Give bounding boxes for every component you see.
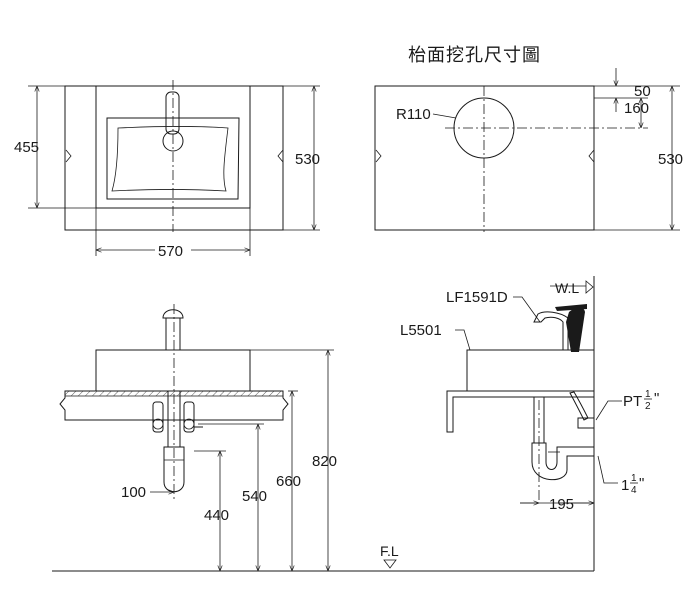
dim-660-label: 660 (276, 473, 301, 490)
faucet-body (165, 91, 180, 135)
side-supply-hose (569, 391, 589, 421)
radius-label: R110 (396, 106, 431, 123)
supply-fraction-num: 1 (645, 389, 651, 400)
dim-195-label: 195 (549, 496, 574, 513)
side-view: W.L LF1591D L5501 PT 1 2 " 1 1 4 " 195 (400, 276, 659, 571)
basin-model-leader (455, 329, 471, 351)
floor-level-label: F.L (380, 543, 399, 559)
side-p-trap (531, 442, 595, 481)
front-faucet-spout (162, 309, 184, 319)
front-view: 100 440 540 660 820 (59, 304, 337, 571)
front-basin-body (95, 349, 251, 392)
supply-fraction-den: 2 (645, 401, 651, 412)
radius-leader (432, 113, 457, 119)
side-faucet (533, 311, 569, 351)
front-valve-right-knob (183, 418, 195, 430)
front-p-trap (163, 446, 185, 493)
dim-160-label: 160 (624, 100, 649, 117)
cutout-break-mark-right (588, 149, 595, 163)
side-faucet-head (566, 307, 585, 352)
water-level-label: W.L (555, 280, 579, 296)
drain-fraction-den: 4 (631, 485, 637, 496)
faucet-model-leader (513, 296, 541, 323)
cutout-countertop-outline (374, 85, 595, 231)
dim-530-label: 530 (295, 151, 320, 168)
basin-bowl-inner (111, 126, 229, 192)
top-view: 455 530 570 (14, 80, 320, 260)
dim-570-label-bg (155, 240, 191, 258)
cutout-view: R110 50 160 530 (374, 68, 683, 232)
supply-inch-mark: " (654, 390, 659, 407)
cutout-break-mark-left (375, 149, 382, 163)
front-faucet-body (165, 317, 181, 351)
drain-fraction-num: 1 (631, 473, 637, 484)
floor-level-symbol (383, 559, 397, 569)
drain-inch-mark: " (639, 475, 644, 492)
supply-label: PT (623, 393, 642, 410)
dim-100-label: 100 (121, 484, 146, 501)
front-valve-left-knob (152, 418, 164, 430)
faucet-model-label: LF1591D (446, 289, 508, 306)
supply-leader (595, 400, 622, 421)
dim-50-label: 50 (634, 83, 651, 100)
side-faucet-lever (555, 304, 587, 311)
dim-540-label: 540 (242, 488, 267, 505)
break-mark-right (277, 149, 284, 163)
dim-820-label: 820 (312, 453, 337, 470)
break-mark-left (65, 149, 72, 163)
side-basin-body (466, 349, 595, 392)
dim-530b-label: 530 (658, 151, 683, 168)
front-valve-right (183, 401, 195, 433)
dim-570-label: 570 (158, 243, 183, 260)
front-valve-left (152, 401, 164, 433)
dim-440-label: 440 (204, 507, 229, 524)
drain-size-whole: 1 (621, 477, 629, 494)
drain-leader (597, 455, 618, 484)
basin-model-label: L5501 (400, 322, 442, 339)
drawing-title: 枱面挖孔尺寸圖 (408, 45, 541, 65)
basin-bowl-outline (106, 117, 240, 200)
dim-455-label: 455 (14, 139, 39, 156)
front-countertop-hatch (65, 391, 283, 396)
water-level-symbol (585, 280, 594, 294)
side-angle-valve (577, 417, 595, 429)
